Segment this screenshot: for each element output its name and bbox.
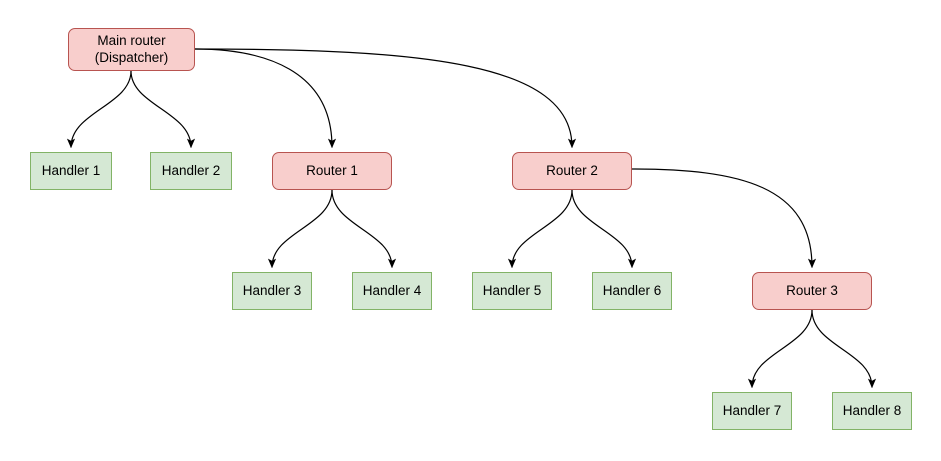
edge-router2-to-router3	[631, 168, 817, 269]
node-label-handler3: Handler 3	[242, 282, 302, 298]
node-label-handler1: Handler 1	[41, 162, 101, 178]
edge-router3-to-handler8	[811, 309, 877, 389]
node-handler5[interactable]: Handler 5	[472, 272, 552, 310]
node-label-main: Main router (Dispatcher)	[94, 32, 169, 65]
node-handler4[interactable]: Handler 4	[352, 272, 432, 310]
edge-main-to-handler1	[66, 70, 132, 149]
node-label-handler8: Handler 8	[842, 402, 902, 418]
node-label-handler5: Handler 5	[482, 282, 542, 298]
edge-router2-to-handler5	[507, 189, 573, 269]
node-handler2[interactable]: Handler 2	[150, 152, 232, 190]
node-label-handler2: Handler 2	[161, 162, 221, 178]
node-label-handler7: Handler 7	[722, 402, 782, 418]
node-router2[interactable]: Router 2	[512, 152, 632, 190]
node-handler1[interactable]: Handler 1	[30, 152, 112, 190]
edge-paths	[66, 48, 877, 389]
node-router3[interactable]: Router 3	[752, 272, 872, 310]
node-router1[interactable]: Router 1	[272, 152, 392, 190]
node-label-handler6: Handler 6	[602, 282, 662, 298]
edge-main-to-handler2	[130, 70, 196, 149]
node-main[interactable]: Main router (Dispatcher)	[68, 28, 195, 71]
node-handler7[interactable]: Handler 7	[712, 392, 792, 430]
edge-router2-to-handler6	[571, 189, 637, 269]
edge-main-to-router1	[194, 48, 337, 149]
edge-router1-to-handler4	[331, 189, 397, 269]
node-label-router3: Router 3	[786, 282, 838, 298]
edge-main-to-router2	[194, 48, 577, 149]
node-handler8[interactable]: Handler 8	[832, 392, 912, 430]
edge-router1-to-handler3	[267, 189, 333, 269]
node-handler3[interactable]: Handler 3	[232, 272, 312, 310]
node-label-router1: Router 1	[306, 162, 358, 178]
node-label-router2: Router 2	[546, 162, 598, 178]
node-handler6[interactable]: Handler 6	[592, 272, 672, 310]
node-label-handler4: Handler 4	[362, 282, 422, 298]
edge-router3-to-handler7	[747, 309, 813, 389]
